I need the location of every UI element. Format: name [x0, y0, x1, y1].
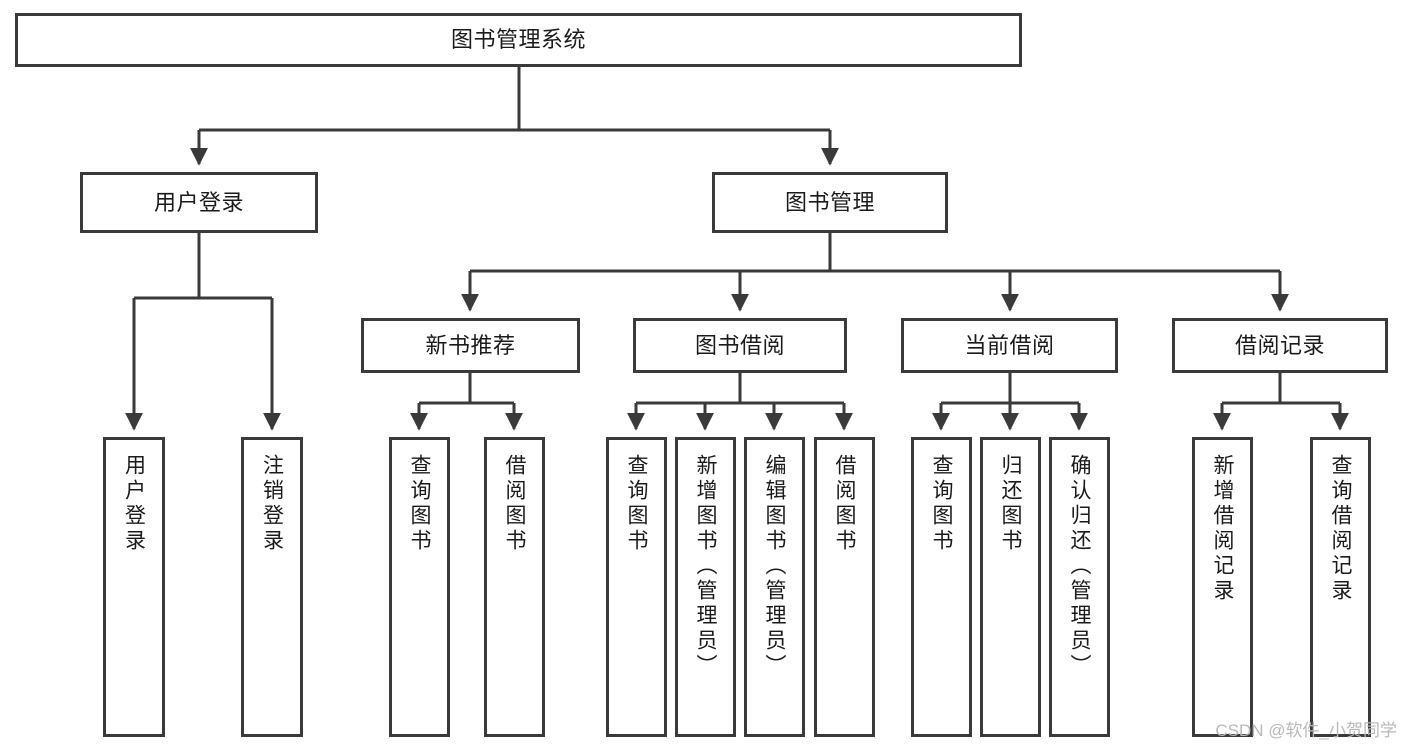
node-book-management-label: 图书管理 — [784, 189, 875, 215]
node-leaf-add-book-admin[interactable]: 新增图书（管理员） — [675, 437, 736, 737]
node-leaf-add-borrow-record[interactable]: 新增借阅记录 — [1192, 437, 1253, 737]
node-new-book-recommend-label: 新书推荐 — [425, 332, 516, 358]
node-leaf-edit-book-admin-label: 编辑图书（管理员） — [763, 454, 786, 679]
node-leaf-return-book[interactable]: 归还图书 — [980, 437, 1041, 737]
node-root-system[interactable]: 图书管理系统 — [15, 13, 1022, 67]
node-leaf-logout[interactable]: 注销登录 — [241, 437, 303, 737]
node-leaf-logout-label: 注销登录 — [260, 454, 284, 554]
node-leaf-confirm-return-admin-label: 确认归还（管理员） — [1068, 454, 1091, 679]
node-book-management[interactable]: 图书管理 — [712, 172, 948, 233]
node-leaf-query-book-borrow-label: 查询图书 — [625, 454, 648, 554]
node-leaf-borrow-book-label: 借阅图书 — [833, 454, 856, 554]
node-leaf-borrow-book[interactable]: 借阅图书 — [814, 437, 875, 737]
node-user-login-label: 用户登录 — [153, 189, 244, 215]
node-current-borrow[interactable]: 当前借阅 — [901, 318, 1118, 373]
node-user-login[interactable]: 用户登录 — [80, 172, 318, 233]
node-leaf-query-book-current[interactable]: 查询图书 — [911, 437, 972, 737]
node-borrow-record[interactable]: 借阅记录 — [1172, 318, 1388, 373]
node-leaf-user-login[interactable]: 用户登录 — [103, 437, 165, 737]
node-leaf-query-borrow-record-label: 查询借阅记录 — [1329, 454, 1352, 604]
node-borrow-record-label: 借阅记录 — [1234, 332, 1325, 358]
node-leaf-user-login-label: 用户登录 — [122, 454, 146, 554]
node-book-borrow[interactable]: 图书借阅 — [633, 318, 847, 373]
node-leaf-query-book-recommend[interactable]: 查询图书 — [389, 437, 450, 737]
node-current-borrow-label: 当前借阅 — [964, 332, 1055, 358]
node-leaf-borrow-book-recommend[interactable]: 借阅图书 — [484, 437, 545, 737]
node-root-system-label: 图书管理系统 — [450, 27, 586, 53]
node-new-book-recommend[interactable]: 新书推荐 — [361, 318, 580, 373]
node-leaf-edit-book-admin[interactable]: 编辑图书（管理员） — [744, 437, 805, 737]
node-leaf-query-borrow-record[interactable]: 查询借阅记录 — [1310, 437, 1371, 737]
node-leaf-return-book-label: 归还图书 — [999, 454, 1022, 554]
node-leaf-add-borrow-record-label: 新增借阅记录 — [1211, 454, 1234, 604]
watermark-text: CSDN @软件_小贺同学 — [1215, 721, 1397, 740]
node-leaf-confirm-return-admin[interactable]: 确认归还（管理员） — [1049, 437, 1110, 737]
node-leaf-add-book-admin-label: 新增图书（管理员） — [694, 454, 717, 679]
node-book-borrow-label: 图书借阅 — [694, 332, 785, 358]
node-leaf-borrow-book-recommend-label: 借阅图书 — [503, 454, 526, 554]
node-leaf-query-book-recommend-label: 查询图书 — [408, 454, 431, 554]
node-leaf-query-book-current-label: 查询图书 — [930, 454, 953, 554]
node-leaf-query-book-borrow[interactable]: 查询图书 — [606, 437, 667, 737]
